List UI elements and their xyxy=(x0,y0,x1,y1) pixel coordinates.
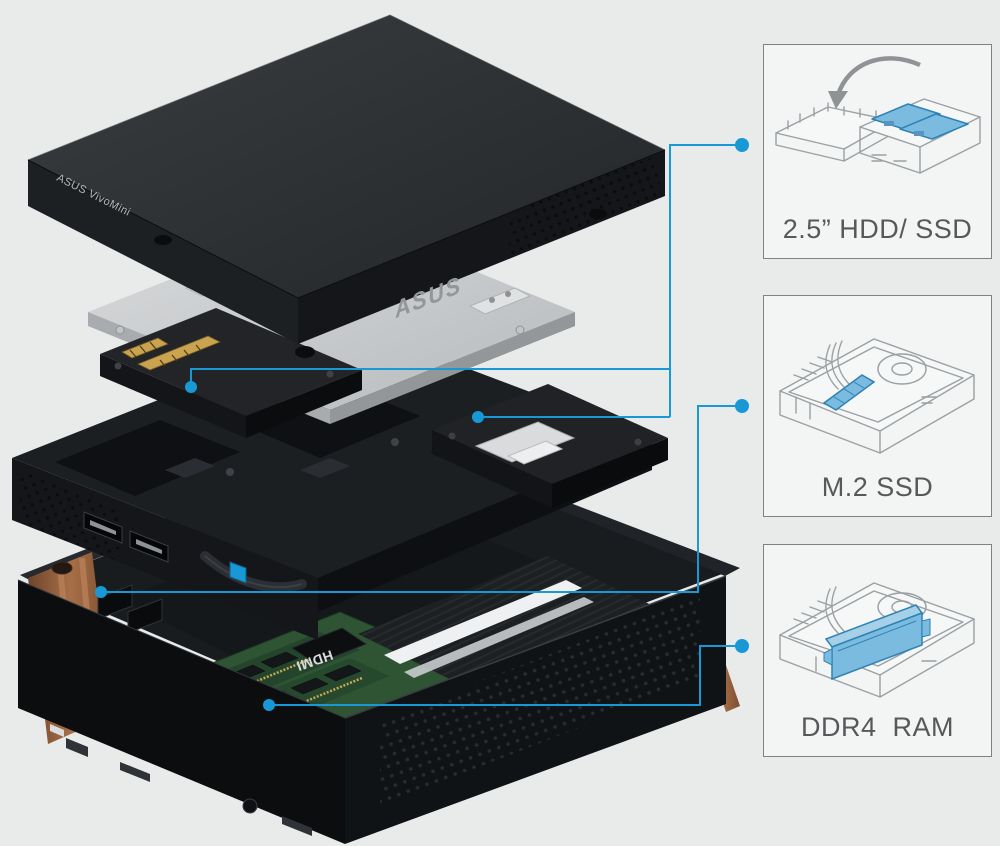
callout-label-ddr4-ram: DDR4 RAM xyxy=(800,712,954,743)
m2-slot-illustration xyxy=(764,296,991,473)
callout-card-ddr4-ram: DDR4 RAM xyxy=(763,544,992,757)
exploded-product-photo: HDMI xyxy=(12,14,740,844)
rubber-feet xyxy=(154,209,607,358)
sata-connector xyxy=(121,335,221,371)
hdd-install-illustration xyxy=(764,45,991,215)
ram-slot-illustration xyxy=(764,545,991,713)
callout-card-m2-ssd: M.2 SSD xyxy=(763,295,992,517)
flip-arrow-icon xyxy=(827,56,921,110)
callout-label-m2-ssd: M.2 SSD xyxy=(821,472,934,503)
callout-card-hdd-ssd: 2.5” HDD/ SSD xyxy=(763,44,992,259)
callout-label-hdd-ssd: 2.5” HDD/ SSD xyxy=(782,214,973,245)
m2-ssd-highlight xyxy=(822,373,875,411)
ram-highlight xyxy=(823,604,930,681)
